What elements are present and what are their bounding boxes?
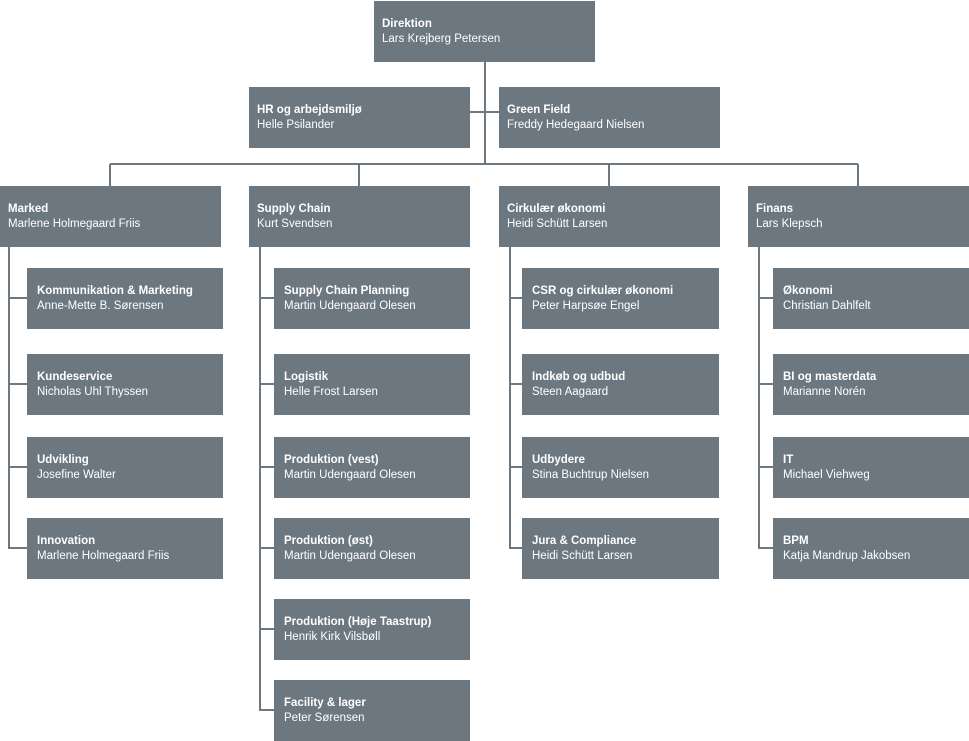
person-name: Lars Krejberg Petersen bbox=[382, 32, 501, 45]
unit-title: Green Field bbox=[507, 103, 571, 116]
unit-title: Supply Chain Planning bbox=[284, 284, 410, 297]
unit-title: Marked bbox=[8, 202, 49, 215]
person-name: Kurt Svendsen bbox=[257, 217, 333, 230]
unit-title: Produktion (vest) bbox=[284, 453, 379, 466]
unit-title: Direktion bbox=[382, 17, 432, 30]
unit-title: CSR og cirkulær økonomi bbox=[532, 284, 674, 297]
unit-title: Økonomi bbox=[783, 284, 833, 297]
unit-title: Facility & lager bbox=[284, 696, 366, 709]
person-name: Marianne Norén bbox=[783, 385, 866, 398]
unit-title: Kommunikation & Marketing bbox=[37, 284, 193, 297]
org-box-it: IT Michael Viehweg bbox=[773, 437, 969, 498]
person-name: Marlene Holmegaard Friis bbox=[37, 549, 170, 562]
org-box-bpm: BPM Katja Mandrup Jakobsen bbox=[773, 518, 969, 579]
unit-title: Udvikling bbox=[37, 453, 89, 466]
unit-title: Produktion (øst) bbox=[284, 534, 373, 547]
unit-title: Logistik bbox=[284, 370, 329, 383]
person-name: Christian Dahlfelt bbox=[783, 299, 871, 312]
person-name: Lars Klepsch bbox=[756, 217, 823, 230]
person-name: Martin Udengaard Olesen bbox=[284, 299, 416, 312]
unit-title: BI og masterdata bbox=[783, 370, 877, 383]
person-name: Heidi Schütt Larsen bbox=[532, 549, 633, 562]
person-name: Martin Udengaard Olesen bbox=[284, 468, 416, 481]
unit-title: Cirkulær økonomi bbox=[507, 202, 606, 215]
unit-title: Kundeservice bbox=[37, 370, 113, 383]
unit-title: Finans bbox=[756, 202, 794, 215]
person-name: Henrik Kirk Vilsbøll bbox=[284, 630, 381, 643]
person-name: Steen Aagaard bbox=[532, 385, 609, 398]
unit-title: HR og arbejdsmiljø bbox=[257, 103, 362, 116]
person-name: Michael Viehweg bbox=[783, 468, 870, 481]
person-name: Heidi Schütt Larsen bbox=[507, 217, 608, 230]
unit-title: Indkøb og udbud bbox=[532, 370, 626, 383]
unit-title: Jura & Compliance bbox=[532, 534, 637, 547]
unit-title: IT bbox=[783, 453, 794, 466]
org-box-produktion-vest: Produktion (vest) Martin Udengaard Olesen bbox=[274, 437, 470, 498]
person-name: Helle Frost Larsen bbox=[284, 385, 378, 398]
person-name: Peter Sørensen bbox=[284, 711, 365, 724]
person-name: Peter Harpsøe Engel bbox=[532, 299, 640, 312]
person-name: Katja Mandrup Jakobsen bbox=[783, 549, 911, 562]
person-name: Anne-Mette B. Sørensen bbox=[37, 299, 164, 312]
person-name: Martin Udengaard Olesen bbox=[284, 549, 416, 562]
unit-title: BPM bbox=[783, 534, 809, 547]
person-name: Freddy Hedegaard Nielsen bbox=[507, 118, 645, 131]
unit-title: Innovation bbox=[37, 534, 96, 547]
unit-title: Supply Chain bbox=[257, 202, 331, 215]
person-name: Helle Psilander bbox=[257, 118, 335, 131]
person-name: Nicholas Uhl Thyssen bbox=[37, 385, 149, 398]
person-name: Marlene Holmegaard Friis bbox=[8, 217, 141, 230]
org-box-produktion-ost: Produktion (øst) Martin Udengaard Olesen bbox=[274, 518, 470, 579]
unit-title: Produktion (Høje Taastrup) bbox=[284, 615, 432, 628]
person-name: Stina Buchtrup Nielsen bbox=[532, 468, 649, 481]
org-box-produktion-hoje-taastrup: Produktion (Høje Taastrup) Henrik Kirk Vi… bbox=[274, 599, 470, 660]
unit-title: Udbydere bbox=[532, 453, 586, 466]
person-name: Josefine Walter bbox=[37, 468, 116, 481]
